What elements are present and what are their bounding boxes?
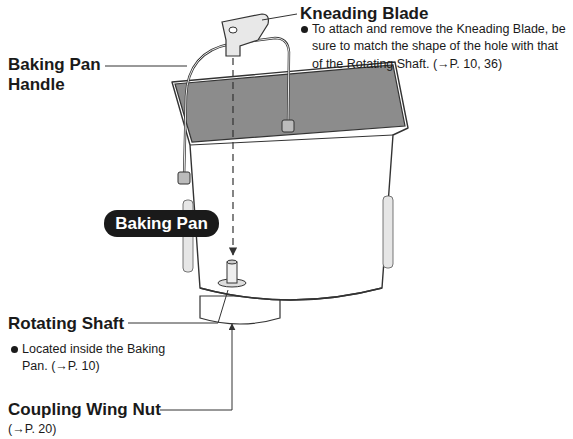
pill-label: Baking Pan <box>115 214 208 234</box>
part-name: Rotating Shaft <box>8 314 188 334</box>
note-text: To attach and remove the Kneading Blade,… <box>312 21 567 73</box>
page-reference: (→P. 20) <box>8 421 128 438</box>
part-name: Baking Pan Handle <box>8 55 104 96</box>
note-text: Located inside the Baking Pan. (→P. 10) <box>22 341 172 376</box>
title-pill: Baking Pan <box>104 210 219 237</box>
part-name: Kneading Blade <box>300 4 500 24</box>
part-name: Coupling Wing Nut <box>8 400 168 420</box>
